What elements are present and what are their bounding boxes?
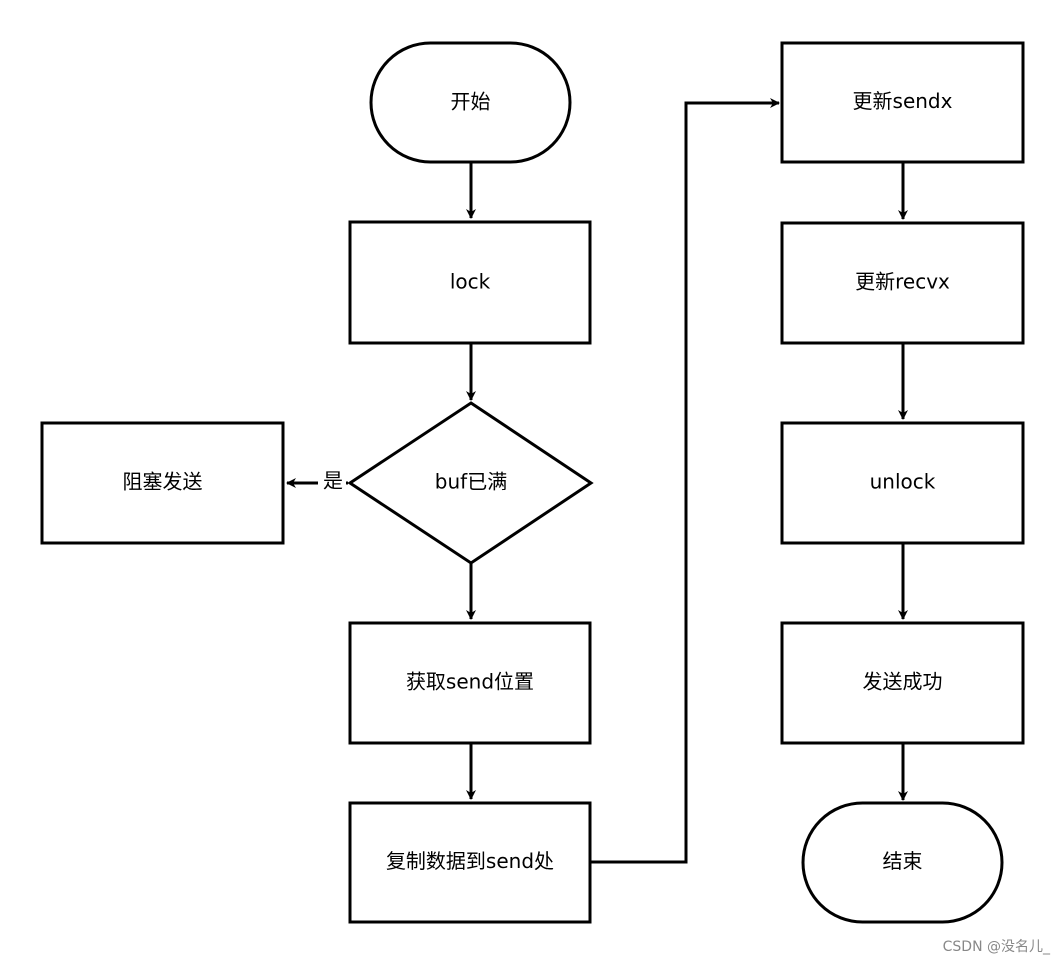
node-buf-full-label: buf已满 bbox=[435, 470, 507, 494]
node-get-send-pos[interactable]: 获取send位置 bbox=[348, 621, 592, 745]
node-unlock-shape bbox=[780, 421, 1025, 545]
edge-label-yes-bg bbox=[318, 469, 346, 495]
node-buf-full[interactable]: buf已满 bbox=[347, 401, 594, 565]
node-get-send-pos-label: 获取send位置 bbox=[406, 670, 534, 694]
node-send-success-label: 发送成功 bbox=[863, 670, 943, 694]
node-lock[interactable]: lock bbox=[348, 220, 592, 345]
node-copy-data-shape bbox=[348, 801, 592, 924]
watermark: CSDN @没名儿_ bbox=[942, 939, 1050, 955]
node-block-send[interactable]: 阻塞发送 bbox=[40, 421, 285, 545]
node-lock-shape bbox=[348, 220, 592, 345]
node-copy-data[interactable]: 复制数据到send处 bbox=[348, 801, 592, 924]
node-end-label: 结束 bbox=[883, 849, 923, 873]
edge-label-yes-text: 是 bbox=[323, 469, 343, 493]
node-update-sendx-label: 更新sendx bbox=[853, 89, 953, 113]
node-get-send-pos-shape bbox=[348, 621, 592, 745]
node-start-label: 开始 bbox=[451, 90, 491, 114]
node-update-sendx[interactable]: 更新sendx bbox=[780, 41, 1025, 164]
node-copy-data-label: 复制数据到send处 bbox=[386, 849, 554, 873]
node-lock-label: lock bbox=[450, 270, 491, 294]
node-update-recvx-shape bbox=[780, 221, 1025, 345]
edge-copy-data-to-update-sendx bbox=[591, 98, 780, 864]
node-end-shape bbox=[801, 801, 1004, 924]
node-update-recvx[interactable]: 更新recvx bbox=[780, 221, 1025, 345]
node-block-send-shape bbox=[40, 421, 285, 545]
node-unlock-label: unlock bbox=[870, 470, 936, 494]
edge-label-yes: 是 bbox=[318, 469, 346, 495]
node-send-success-shape bbox=[780, 621, 1025, 745]
node-start-shape bbox=[369, 41, 572, 164]
node-send-success[interactable]: 发送成功 bbox=[780, 621, 1025, 745]
node-end[interactable]: 结束 bbox=[801, 801, 1004, 924]
node-start[interactable]: 开始 bbox=[369, 41, 572, 164]
node-update-recvx-label: 更新recvx bbox=[855, 270, 950, 294]
node-unlock[interactable]: unlock bbox=[780, 421, 1025, 545]
node-update-sendx-shape bbox=[780, 41, 1025, 164]
node-buf-full-shape bbox=[347, 401, 594, 565]
node-block-send-label: 阻塞发送 bbox=[123, 470, 203, 494]
